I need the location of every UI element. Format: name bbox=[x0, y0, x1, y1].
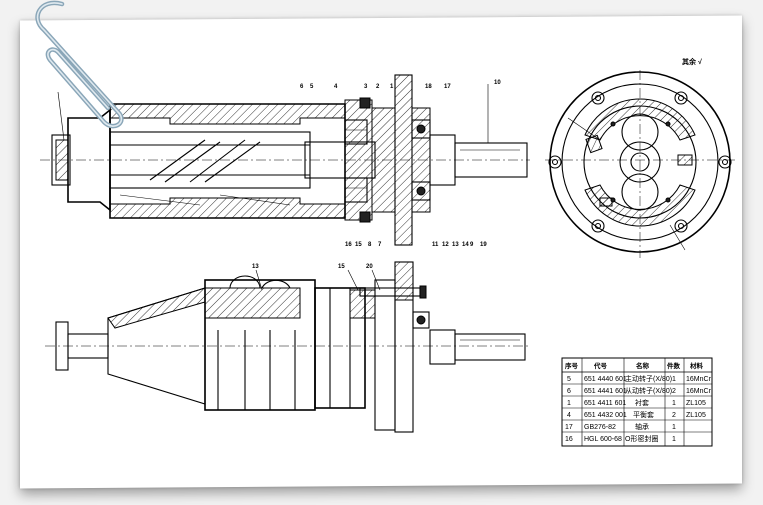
top-section-view bbox=[40, 74, 530, 246]
table-row: 1 651 4411 601 衬套 1 ZL105 bbox=[567, 398, 706, 407]
callout-label: 6 bbox=[300, 84, 304, 90]
table-cell: 2 bbox=[672, 388, 676, 395]
table-row: 16 HGL 600-68 O形密封圈 1 bbox=[565, 434, 676, 443]
table-cell: O形密封圈 bbox=[625, 434, 658, 443]
parts-table: 序号 代号 名称 件数 材料 5 651 4440 601 主动转子(X/80)… bbox=[561, 357, 713, 447]
callout-label: 19 bbox=[480, 242, 487, 248]
top-view-callouts-top: 6 5 4 3 2 1 18 17 10 bbox=[300, 80, 501, 90]
table-header: 名称 bbox=[636, 361, 650, 370]
table-cell: 1 bbox=[672, 436, 676, 443]
table-cell: 从动转子(X/80) bbox=[625, 386, 672, 395]
table-cell: 主动转子(X/80) bbox=[625, 374, 672, 383]
table-cell: 16 bbox=[565, 436, 573, 443]
callout-label: 17 bbox=[444, 84, 451, 90]
table-row: 6 651 4441 601 从动转子(X/80) 2 16MnCr bbox=[567, 386, 712, 395]
table-row: 5 651 4440 601 主动转子(X/80) 1 16MnCr bbox=[567, 374, 712, 383]
table-cell: ZL105 bbox=[686, 412, 706, 419]
table-cell: 2 bbox=[672, 412, 676, 419]
table-cell: 1 bbox=[672, 376, 676, 383]
table-cell: 轴承 bbox=[635, 422, 649, 431]
table-header: 材料 bbox=[689, 361, 704, 370]
callout-label: 16 bbox=[345, 242, 352, 248]
table-cell: 1 bbox=[672, 424, 676, 431]
callout-label: 10 bbox=[494, 80, 501, 86]
table-cell: HGL 600-68 bbox=[584, 436, 622, 443]
callout-label: 2 bbox=[376, 84, 380, 90]
callout-label: 13 bbox=[452, 242, 459, 248]
callout-label: 14 bbox=[462, 242, 469, 248]
callout-label: 9 bbox=[470, 242, 474, 248]
table-cell: 16MnCr bbox=[686, 388, 712, 395]
bottom-view-callouts: 13 15 20 bbox=[252, 264, 373, 270]
callout-label: 1 bbox=[390, 84, 394, 90]
callout-label: 3 bbox=[364, 84, 368, 90]
table-cell: 16MnCr bbox=[686, 376, 712, 383]
table-cell: 4 bbox=[567, 412, 571, 419]
table-cell: 6 bbox=[567, 388, 571, 395]
table-cell: 651 4441 601 bbox=[584, 388, 627, 395]
table-cell: GB276-82 bbox=[584, 424, 616, 431]
table-cell: 衬套 bbox=[635, 398, 649, 407]
paper-clip-icon bbox=[35, 0, 124, 129]
table-cell: 平衡套 bbox=[633, 410, 654, 419]
table-cell: 17 bbox=[565, 424, 573, 431]
callout-label: 20 bbox=[366, 264, 373, 270]
table-cell: ZL105 bbox=[686, 400, 706, 407]
callout-label: 7 bbox=[378, 242, 382, 248]
table-cell: 651 4411 601 bbox=[584, 400, 626, 407]
callout-label: 5 bbox=[310, 84, 314, 90]
table-cell: 651 4432 001 bbox=[584, 412, 627, 419]
callout-label: 8 bbox=[368, 242, 372, 248]
table-header: 代号 bbox=[593, 361, 608, 370]
table-header: 件数 bbox=[667, 361, 681, 370]
table-cell: 651 4440 601 bbox=[584, 376, 627, 383]
table-row: 4 651 4432 001 平衡套 2 ZL105 bbox=[567, 410, 706, 419]
callout-label: 11 bbox=[432, 242, 439, 248]
top-view-callouts-bottom: 16 15 8 7 11 12 13 14 9 19 bbox=[345, 242, 487, 248]
callout-label: 15 bbox=[355, 242, 362, 248]
callout-label: 13 bbox=[252, 264, 259, 270]
end-view bbox=[545, 70, 735, 258]
table-row: 17 GB276-82 轴承 1 bbox=[565, 422, 676, 431]
callout-label: 4 bbox=[334, 84, 338, 90]
callout-label: 12 bbox=[442, 242, 449, 248]
roughness-note: 其余 √ bbox=[682, 57, 702, 66]
callout-label: 15 bbox=[338, 264, 345, 270]
table-cell: 5 bbox=[567, 376, 571, 383]
table-header: 序号 bbox=[564, 361, 579, 370]
bottom-external-view bbox=[45, 261, 530, 433]
table-cell: 1 bbox=[672, 400, 676, 407]
table-cell: 1 bbox=[567, 400, 571, 407]
callout-label: 18 bbox=[425, 84, 432, 90]
